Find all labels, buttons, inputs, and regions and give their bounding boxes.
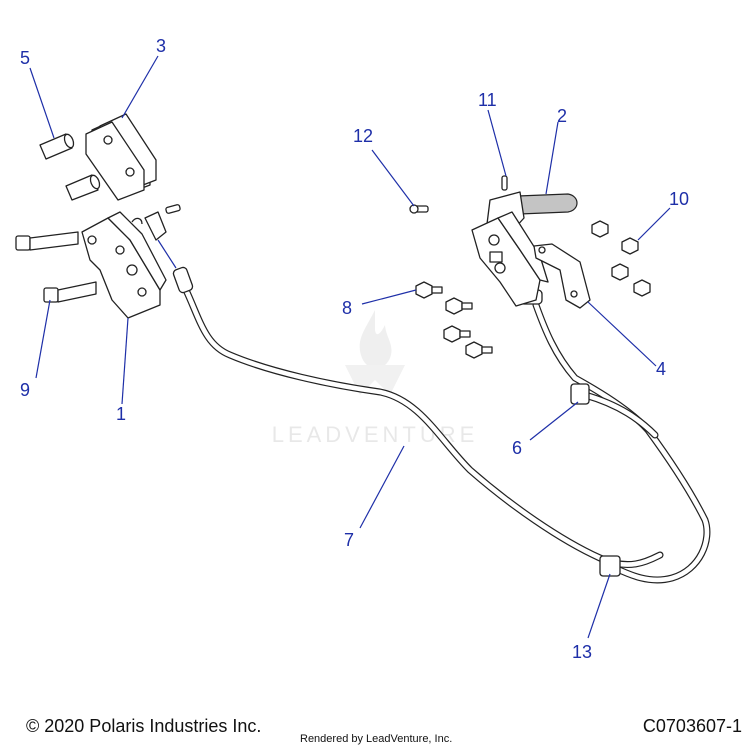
callout-6: 6 (512, 438, 522, 458)
nuts (591, 220, 651, 297)
rendered-by-text: Rendered by LeadVenture, Inc. (300, 733, 453, 745)
callout-13: 13 (572, 642, 592, 662)
cable-clevis (131, 204, 181, 269)
callout-7: 7 (344, 530, 354, 550)
leader-lines (29, 55, 671, 639)
copyright-text: © 2020 Polaris Industries Inc. (26, 716, 262, 736)
callout-1: 1 (116, 404, 126, 424)
callout-4: 4 (656, 359, 666, 379)
callout-10: 10 (669, 189, 689, 209)
callout-12: 12 (353, 126, 373, 146)
callout-3: 3 (156, 36, 166, 56)
handbrake-lever (471, 191, 578, 307)
bolts-left (15, 231, 97, 303)
pedal-bracket (81, 211, 167, 319)
pin-11 (501, 175, 508, 191)
callouts: 1 2 3 4 5 6 7 8 9 10 11 12 13 (20, 36, 689, 662)
sleeve-parts (39, 133, 101, 201)
cable-assembly (172, 266, 711, 584)
callout-2: 2 (557, 106, 567, 126)
watermark-flame-icon (359, 310, 392, 369)
bolts-center (415, 281, 493, 359)
pin-12 (409, 204, 429, 214)
callout-9: 9 (20, 380, 30, 400)
mounting-bracket (533, 243, 591, 309)
callout-11: 11 (478, 90, 497, 110)
diagram-code: C0703607-1 (642, 716, 742, 736)
callout-8: 8 (342, 298, 352, 318)
cable-junction-clip (599, 555, 621, 577)
cable-clamp (570, 383, 590, 405)
cable-end-fitting (172, 266, 194, 294)
bracket-plates (85, 113, 157, 201)
callout-5: 5 (20, 48, 30, 68)
